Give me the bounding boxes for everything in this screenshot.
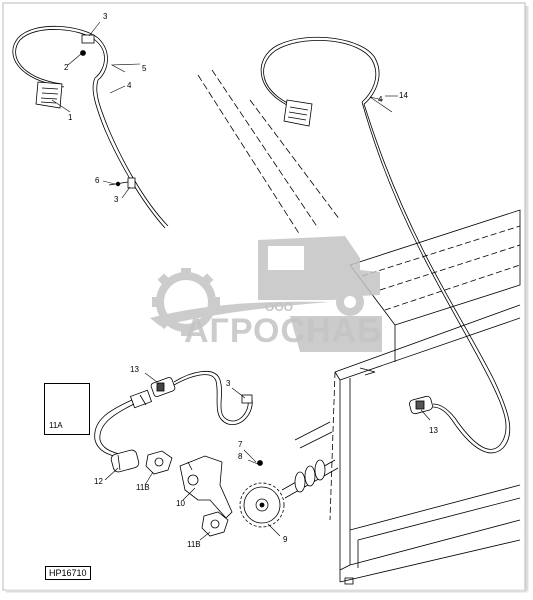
callout-3-lower: 3 <box>226 379 231 388</box>
figure-id-label: HP16710 <box>45 566 91 580</box>
watermark-logo <box>150 236 382 352</box>
callout-4-left: 4 <box>127 81 132 90</box>
callout-12: 12 <box>94 477 103 486</box>
callout-5: 5 <box>142 64 147 73</box>
upper-left-harness <box>12 25 169 229</box>
detail-11a-box <box>44 383 90 435</box>
callout-11a: 11A <box>49 421 63 430</box>
callout-7: 7 <box>238 440 243 449</box>
sensor-harness <box>94 371 339 537</box>
callout-6: 6 <box>95 176 100 185</box>
callout-9: 9 <box>283 535 288 544</box>
callout-8: 8 <box>238 452 243 461</box>
callout-14: 14 <box>399 91 408 100</box>
leader-lines <box>51 21 431 541</box>
callout-4-right: 4 <box>378 95 383 104</box>
callout-13-left: 13 <box>130 365 139 374</box>
watermark-brand-text: АГРОСНАБ <box>184 312 383 350</box>
callout-10: 10 <box>176 499 185 508</box>
callout-13-right: 13 <box>429 426 438 435</box>
callout-1: 1 <box>68 113 73 122</box>
right-loop-harness <box>260 36 511 454</box>
machine-frame <box>197 69 521 585</box>
callout-11b-lower: 11B <box>187 540 201 549</box>
callout-2: 2 <box>64 63 69 72</box>
callout-3-middle: 3 <box>114 195 119 204</box>
watermark-ooo-text: ООО <box>265 300 294 314</box>
callout-11b-upper: 11B <box>136 483 150 492</box>
callout-3-top: 3 <box>103 12 108 21</box>
